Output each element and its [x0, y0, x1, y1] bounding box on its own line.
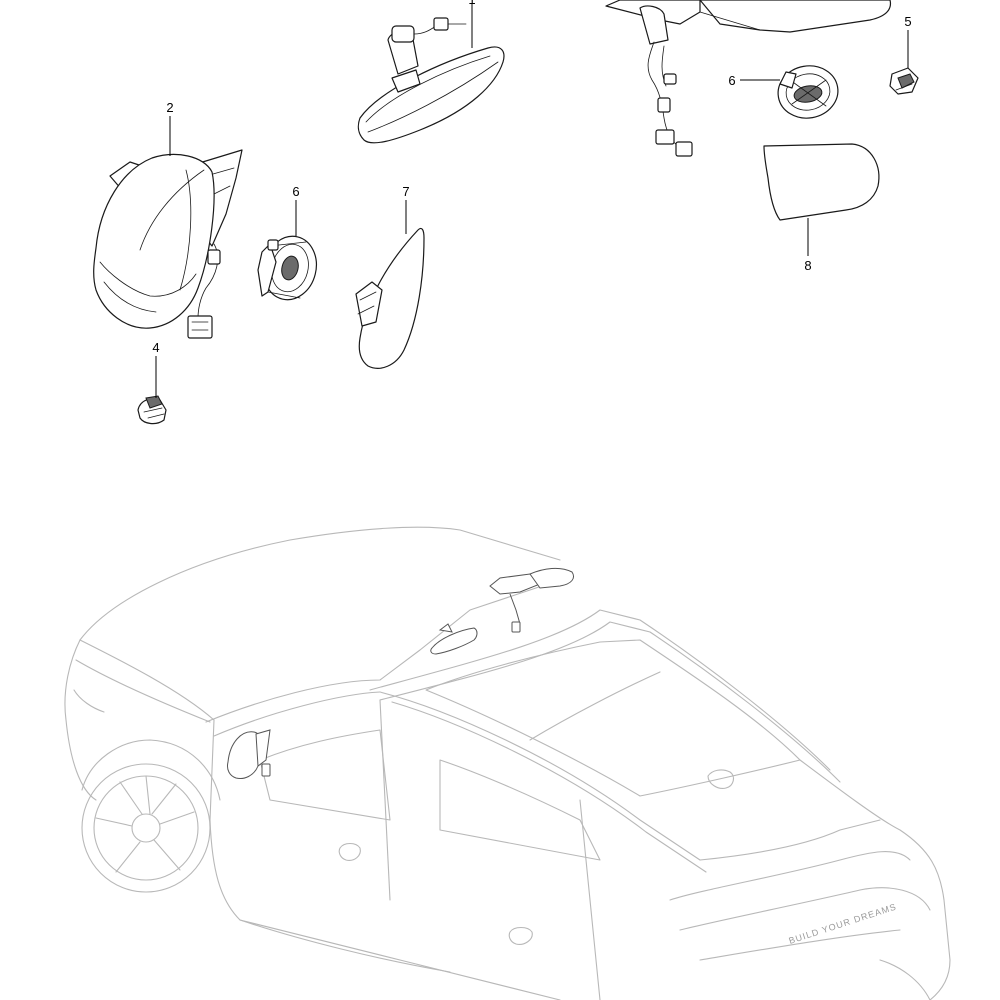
callout-1: 1	[468, 0, 475, 7]
callout-6-left: 6	[292, 184, 299, 199]
callout-4: 4	[152, 340, 159, 355]
installed-roof-module	[489, 567, 574, 633]
callout-5: 5	[904, 14, 911, 29]
part-5-clip	[889, 67, 919, 95]
interior-mirror-part	[357, 17, 505, 144]
mirror-actuator-right-part	[777, 65, 839, 119]
installed-exterior-mirror	[227, 729, 271, 779]
mirror-glass-left-part	[355, 227, 425, 369]
exterior-mirror-left-part	[93, 149, 243, 339]
car-badge-text: BUILD YOUR DREAMS	[788, 902, 898, 946]
callout-8: 8	[804, 258, 811, 273]
part-4-unit	[137, 395, 167, 425]
mirror-actuator-left-part	[257, 235, 317, 301]
callout-7: 7	[402, 184, 409, 199]
installed-interior-mirror	[430, 623, 478, 655]
vehicle-outline: BUILD YOUR DREAMS	[64, 526, 951, 1000]
mirror-glass-right-part	[763, 143, 880, 221]
callout-2: 2	[166, 100, 173, 115]
callout-6-right: 6	[728, 73, 735, 88]
exterior-mirror-right-part	[605, 0, 892, 157]
